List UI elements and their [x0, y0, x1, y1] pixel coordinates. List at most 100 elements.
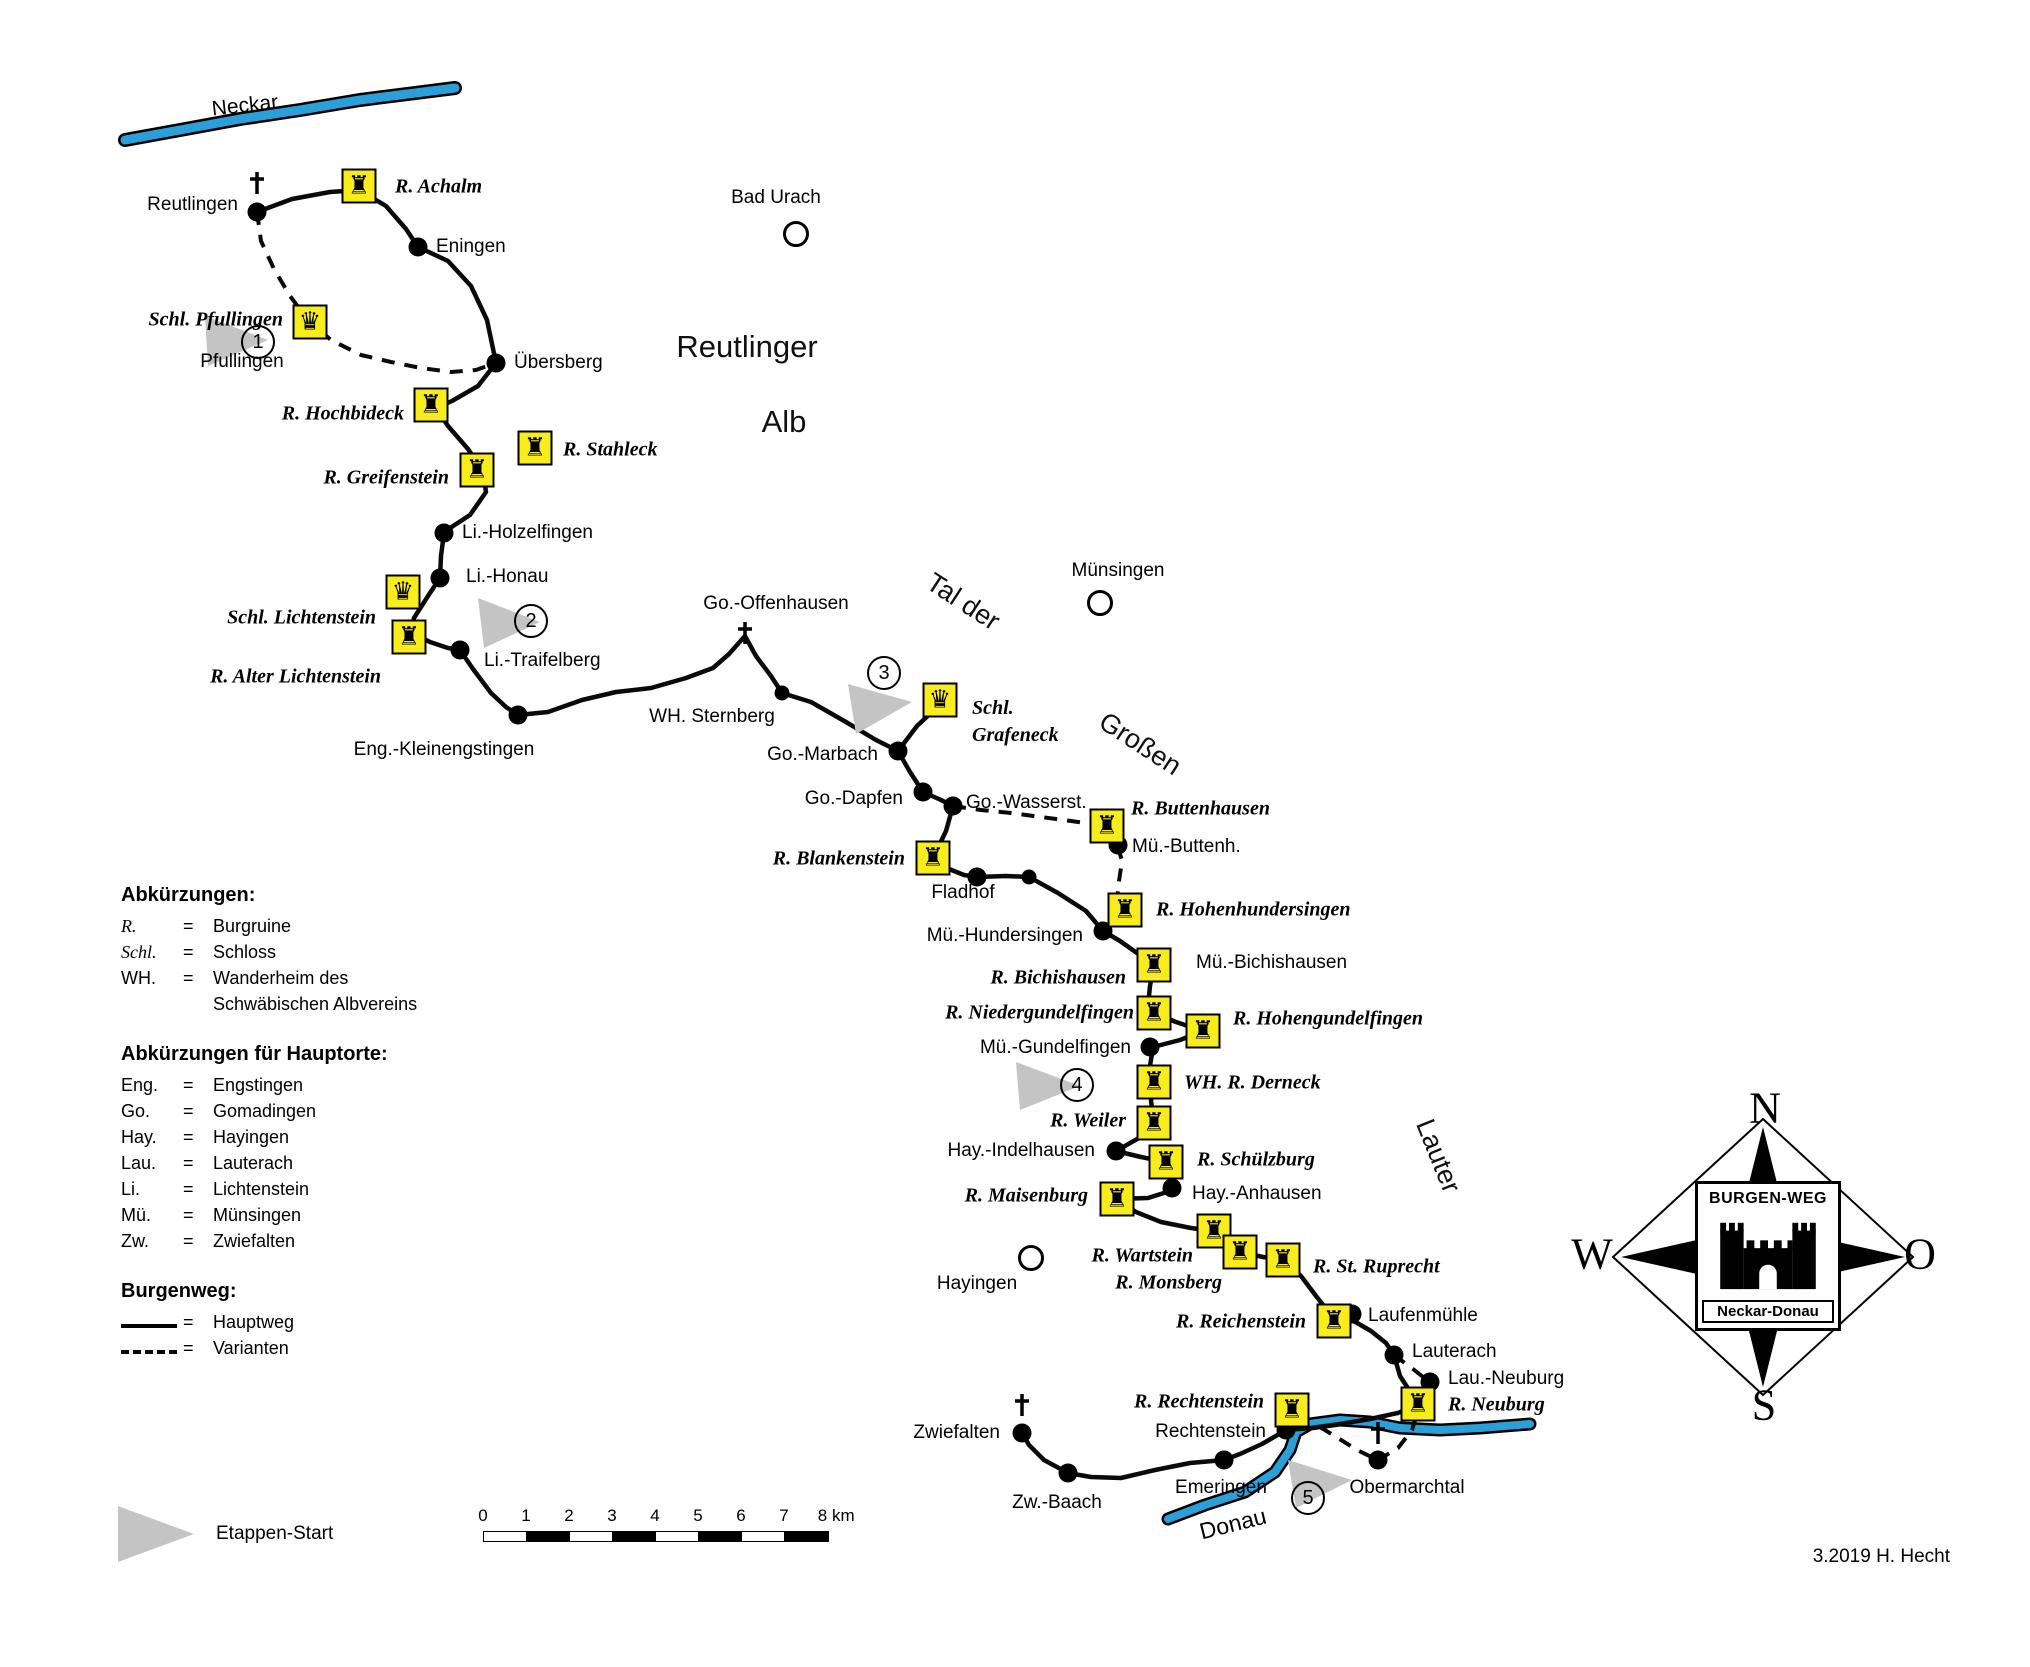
- legend-row-wh: WH.=Wanderheim des: [121, 968, 349, 988]
- legend-burgenweg-rows: =Hauptweg =Varianten: [121, 1312, 471, 1359]
- schloss-crown-icon-schl-lichtenstein: ♛: [385, 574, 421, 610]
- castle-label-r-achalm: R. Achalm: [395, 175, 483, 198]
- ruin-tower-icon-r-neuburg: ♜: [1400, 1386, 1436, 1422]
- legend-row-solid: =Hauptweg: [121, 1312, 471, 1333]
- town-label-mü-buttenh: Mü.-Buttenh.: [1132, 836, 1241, 857]
- town-label-emeringen: Emeringen: [1175, 1477, 1267, 1498]
- region-label-tal-der: Tal der: [921, 566, 1006, 637]
- castle-label-r-reichenstein: R. Reichenstein: [1175, 1310, 1306, 1333]
- town-dot-li-traifelberg: [450, 640, 470, 660]
- ruin-tower-icon-r-hohenhundersingen: ♜: [1107, 892, 1143, 928]
- compass-west-label: W: [1571, 1229, 1613, 1279]
- castle-label-r-blankenstein: R. Blankenstein: [772, 847, 905, 870]
- town-label-rechtenstein: Rechtenstein: [1155, 1421, 1266, 1442]
- ruin-tower-icon-r-reichenstein: ♜: [1316, 1303, 1352, 1339]
- legend-row-r: R.=Burgruine: [121, 916, 292, 936]
- town-dot-emeringen: [1214, 1450, 1234, 1470]
- route-main-seg-2: [408, 575, 521, 718]
- compass-south-label: S: [1751, 1380, 1777, 1430]
- ruin-tower-icon-r-buttenhausen: ♜: [1089, 808, 1125, 844]
- ruin-tower-icon-r-hochbideck: ♜: [413, 387, 449, 423]
- legend-row-dashed: =Varianten: [121, 1338, 471, 1359]
- scale-label-7: 7: [779, 1506, 789, 1525]
- river-neckar: [120, 83, 460, 145]
- town-label-li-holzelfingen: Li.-Holzelfingen: [462, 522, 593, 543]
- legend-etappen-start: Etappen-Start: [118, 1506, 333, 1562]
- legend-burgenweg-title: Burgenweg:: [121, 1280, 237, 1302]
- castle-label-r-buttenhausen: R. Buttenhausen: [1131, 797, 1270, 820]
- ruin-tower-icon-r-achalm: ♜: [341, 168, 377, 204]
- castle-label-r-hochbideck: R. Hochbideck: [281, 402, 404, 425]
- legend-line-dashed: [121, 1350, 177, 1354]
- town-label-lau-neuburg: Lau.-Neuburg: [1448, 1368, 1565, 1389]
- stage-3-marker: 3: [867, 656, 901, 690]
- castle-label-r-hohenhundersingen: R. Hohenhundersingen: [1156, 898, 1351, 921]
- legend-row-zw: Zw.=Zwiefalten: [121, 1231, 296, 1251]
- town-dot-eng-kleinengstingen: [508, 705, 528, 725]
- town-label-eningen: Eningen: [436, 236, 506, 257]
- castle-label-r-alter-lichtenstein: R. Alter Lichtenstein: [210, 665, 381, 688]
- ruin-tower-icon-r-blankenstein: ♜: [915, 840, 951, 876]
- town-label-übersberg: Übersberg: [514, 352, 603, 373]
- ruin-tower-icon-r-greifenstein: ♜: [459, 452, 495, 488]
- castle-label-r-rechtenstein: R. Rechtenstein: [1133, 1390, 1264, 1413]
- town-dot-zwiefalten: [1012, 1423, 1032, 1443]
- route-main-seg-3: [515, 633, 901, 754]
- town-label-bad-urach: Bad Urach: [731, 187, 821, 208]
- town-label-münsingen: Münsingen: [1071, 560, 1165, 581]
- schloss-crown-icon-schl-pfullingen: ♛: [292, 304, 328, 340]
- town-dot-go-marbach: [888, 741, 908, 761]
- logo-castle-icon: [1720, 1222, 1816, 1290]
- town-label-hayingen: Hayingen: [936, 1273, 1018, 1294]
- route-main-seg-0: [254, 187, 499, 366]
- town-label-mü-hundersingen: Mü.-Hundersingen: [926, 925, 1083, 946]
- castle-label-schl-pfullingen: Schl. Pfullingen: [148, 308, 283, 331]
- town-label-li-traifelberg: Li.-Traifelberg: [484, 650, 601, 671]
- town-ring-hayingen: [1018, 1245, 1044, 1271]
- town-label-fladhof: Fladhof: [931, 882, 995, 903]
- town-label-mü-bichishausen: Mü.-Bichishausen: [1196, 952, 1348, 973]
- region-label-reutlinger: Reutlinger: [676, 329, 818, 364]
- town-label-go-wasserst: Go.-Wasserst.: [966, 792, 1087, 813]
- town-label-reutlingen: Reutlingen: [147, 194, 238, 215]
- stage-1-marker: 1: [241, 325, 275, 359]
- ruin-tower-icon-r-st-ruprecht: ♜: [1265, 1242, 1301, 1278]
- ruin-tower-icon-r-bichishausen: ♜: [1136, 947, 1172, 983]
- scale-seg-4: [656, 1532, 699, 1541]
- etappen-start-triangle-icon: [118, 1506, 194, 1562]
- town-label-hay-indelhausen: Hay.-Indelhausen: [947, 1140, 1095, 1161]
- legend-row-li: Li.=Lichtenstein: [121, 1179, 310, 1199]
- ruin-tower-icon-r-hohengundelfingen: ♜: [1185, 1013, 1221, 1049]
- town-label-laufenmühle: Laufenmühle: [1368, 1305, 1478, 1326]
- scale-seg-7: [785, 1532, 828, 1541]
- town-dot-mü-gundelfingen: [1140, 1037, 1160, 1057]
- stage-2-marker: 2: [514, 604, 548, 638]
- castle-label-r-stahleck: R. Stahleck: [563, 438, 658, 461]
- town-dot-eningen: [408, 237, 428, 257]
- ruin-tower-icon-r-niedergundelfingen: ♜: [1136, 995, 1172, 1031]
- town-dot-obermarchtal: [1368, 1450, 1388, 1470]
- etappen-start-label: Etappen-Start: [216, 1523, 334, 1544]
- ruin-tower-icon-r-rechtenstein: ♜: [1274, 1392, 1310, 1428]
- castle-label-r-monsberg: R. Monsberg: [1115, 1271, 1222, 1294]
- waypoint-dot-0: [774, 685, 790, 701]
- river-donau: [1164, 1416, 1534, 1523]
- compass-east-label: O: [1904, 1229, 1936, 1279]
- ruin-tower-icon-r-stahleck: ♜: [517, 430, 553, 466]
- castle-label-r-maisenburg: R. Maisenburg: [964, 1184, 1088, 1207]
- legend-row-lau: Lau.=Lauterach: [121, 1153, 294, 1173]
- stage-2-triangle: [478, 598, 540, 648]
- town-ring-münsingen: [1087, 590, 1113, 616]
- town-label-wh-sternberg: WH. Sternberg: [649, 706, 775, 727]
- region-label-alb: Alb: [761, 404, 807, 439]
- castle-label-r-st-ruprecht: R. St. Ruprecht: [1313, 1255, 1440, 1278]
- compass-diamond: [1611, 1117, 1915, 1397]
- town-dot-fladhof: [967, 867, 987, 887]
- ruin-tower-icon-r-wartstein: ♜: [1196, 1213, 1232, 1249]
- route-variant-seg-4: [1318, 1425, 1379, 1462]
- legend-line-solid: [121, 1324, 177, 1328]
- town-ring-bad-urach: [783, 221, 809, 247]
- town-dot-go-wasserst: [943, 796, 963, 816]
